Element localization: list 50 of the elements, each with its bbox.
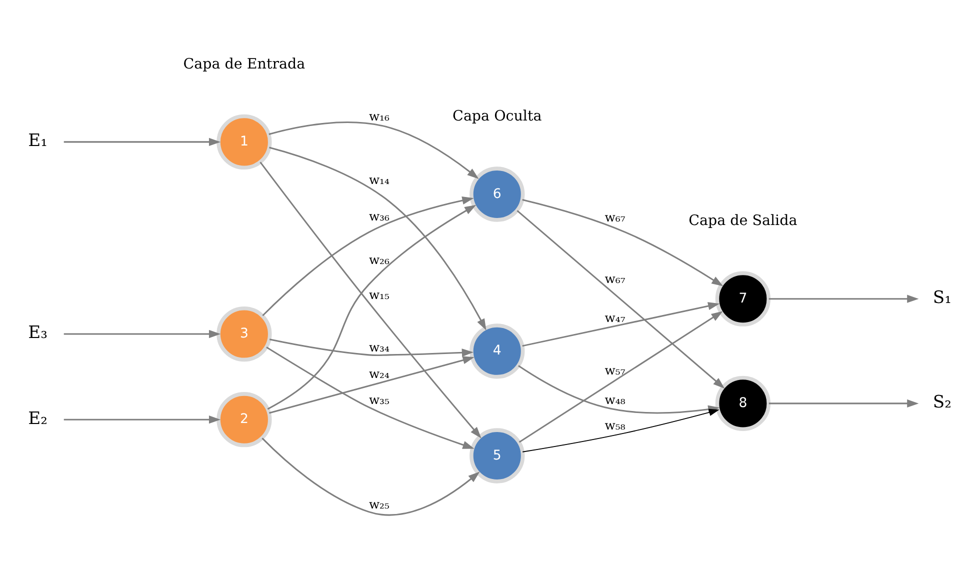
node-text: E₁ xyxy=(28,131,48,152)
edge-label: w₆₇ xyxy=(604,210,626,224)
arrow xyxy=(260,162,482,438)
label: Capa Oculta xyxy=(452,108,542,125)
arrow xyxy=(522,199,724,286)
arrow xyxy=(522,302,720,347)
label: Capa de Entrada xyxy=(183,56,306,72)
edge-label: w₂₆ xyxy=(368,253,390,268)
node-text: S₂ xyxy=(932,392,952,413)
node-circle: 5 xyxy=(470,428,525,484)
edge-label: w₅₈ xyxy=(604,418,626,432)
arrow xyxy=(64,138,221,146)
arrow xyxy=(266,346,474,449)
edge-label: w₅₇ xyxy=(604,363,626,378)
arrow xyxy=(262,438,480,516)
edge-label: w₃₆ xyxy=(368,209,390,224)
arrow xyxy=(64,416,221,424)
edge-label: w₁₆ xyxy=(368,109,390,124)
arrow xyxy=(269,338,474,357)
node-circle: 8 xyxy=(715,376,771,432)
arrow xyxy=(267,204,476,410)
node-circle: 7 xyxy=(715,271,771,326)
arrow xyxy=(269,146,486,330)
arrow xyxy=(768,294,919,303)
edge-label: w₂₅ xyxy=(368,497,390,512)
edge-label: w₁₄ xyxy=(368,173,390,188)
edge-label: w₃₅ xyxy=(368,392,390,407)
edge-label: w₃₄ xyxy=(368,340,390,355)
label: Capa de Salida xyxy=(688,213,798,230)
arrow xyxy=(518,311,723,443)
edge-label: w₄₇ xyxy=(604,311,626,326)
node-circle: 4 xyxy=(470,324,525,379)
node-text: E₃ xyxy=(28,323,48,344)
node-circle: 1 xyxy=(216,114,272,170)
arrow xyxy=(269,356,474,414)
arrow xyxy=(262,196,474,316)
node-circle: 2 xyxy=(216,392,272,448)
arrow xyxy=(64,330,221,338)
edge-label: w₂₄ xyxy=(368,367,390,382)
node-circle: 3 xyxy=(216,306,272,362)
arrow xyxy=(268,122,479,179)
arrow xyxy=(522,408,720,452)
edge-label: w₁₅ xyxy=(368,288,390,302)
arrow xyxy=(516,210,725,389)
edge-label: w₄₈ xyxy=(604,392,626,407)
arrow xyxy=(768,399,919,408)
node-text: S₁ xyxy=(932,288,952,308)
node-circle: 6 xyxy=(470,166,525,222)
edge-label: w₆₇ xyxy=(604,272,626,286)
node-text: E₂ xyxy=(28,408,48,429)
